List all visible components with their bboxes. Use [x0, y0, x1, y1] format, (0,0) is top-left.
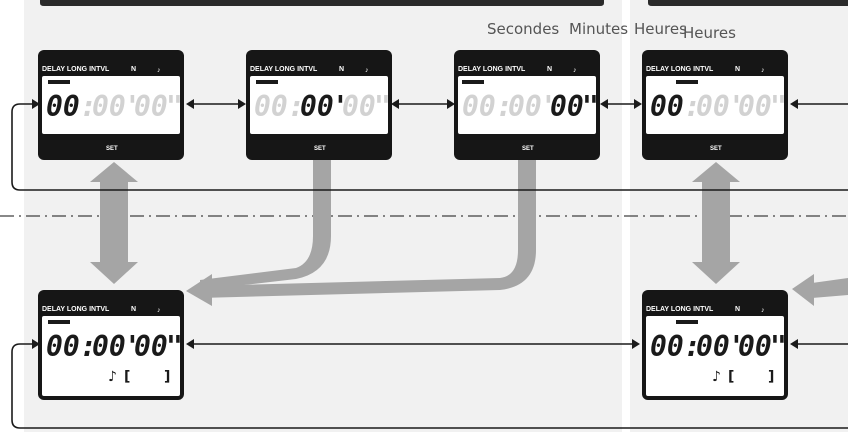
lcd-minute-mark: '	[332, 90, 349, 123]
lcd-header-n: N	[547, 66, 552, 73]
lcd-header-n: N	[735, 306, 740, 313]
lcd-colon: :	[288, 90, 305, 123]
lcd-colon: :	[80, 330, 97, 363]
lcd-note-icon: ♪	[157, 67, 161, 74]
lcd-header-n: N	[339, 66, 344, 73]
lcd-minutes-digits: 00	[696, 90, 730, 123]
lcd-seconds-setting: DELAY LONG INTVL N ♪ 00 : 00 ' 00 " SET	[454, 50, 600, 160]
active-field-indicator	[256, 80, 278, 84]
lcd-second-mark: "	[166, 90, 183, 123]
top-frame-fragment-left	[40, 0, 604, 6]
lcd-colon: :	[684, 90, 701, 123]
nav-arrow-bottom-right	[790, 339, 848, 349]
lcd-seconds-digits: 00	[738, 330, 772, 363]
bracket-close: ]	[164, 369, 170, 385]
caption-minutes: Minutes	[569, 20, 628, 38]
lcd-minutes-digits: 00	[300, 90, 334, 123]
lcd-header-modes: DELAY LONG INTVL	[646, 66, 714, 73]
lcd-set-label: SET	[314, 146, 326, 152]
lcd-note-icon: ♪	[157, 307, 161, 314]
lcd-minute-mark: '	[124, 90, 141, 123]
active-field-indicator	[462, 80, 484, 84]
lcd-minutes-digits: 00	[92, 330, 126, 363]
lcd-hours-setting-right: DELAY LONG INTVL N ♪ 00 : 00 ' 00 " SET	[642, 50, 788, 160]
active-field-indicator	[676, 320, 698, 324]
gray-flow-from-minutes	[200, 158, 331, 290]
lcd-hours-digits: 00	[462, 90, 496, 123]
lcd-set-label: SET	[106, 146, 118, 152]
gray-flow-incoming-right	[812, 278, 848, 298]
bottom-note-icon: ♪	[108, 369, 117, 385]
bracket-close: ]	[768, 369, 774, 385]
lcd-colon: :	[684, 330, 701, 363]
gray-double-arrow-left	[90, 162, 138, 284]
lcd-minutes-digits: 00	[92, 90, 126, 123]
lcd-minute-mark: '	[124, 330, 141, 363]
lcd-minute-mark: '	[540, 90, 557, 123]
lcd-note-icon: ♪	[365, 67, 369, 74]
lcd-hours-digits: 00	[650, 90, 684, 123]
lcd-minutes-setting: DELAY LONG INTVL N ♪ 00 : 00 ' 00 " SET	[246, 50, 392, 160]
lcd-result-left: DELAY LONG INTVL N ♪ 00 : 00 ' 00 " ♪ [ …	[38, 290, 184, 400]
nav-arrow-4-right	[790, 99, 848, 109]
lcd-header-modes: DELAY LONG INTVL	[42, 306, 110, 313]
lcd-second-mark: "	[770, 90, 787, 123]
lcd-hours-digits: 00	[254, 90, 288, 123]
top-frame-fragment-right	[648, 0, 848, 6]
nav-arrow-2-3	[391, 99, 455, 109]
lcd-set-label: SET	[710, 146, 722, 152]
active-field-indicator	[676, 80, 698, 84]
caption-secondes: Secondes	[487, 20, 559, 38]
lcd-second-mark: "	[374, 90, 391, 123]
lcd-header-modes: DELAY LONG INTVL	[250, 66, 318, 73]
active-field-indicator	[48, 80, 70, 84]
lcd-second-mark: "	[582, 90, 599, 123]
lcd-seconds-digits: 00	[738, 90, 772, 123]
lcd-header-n: N	[735, 66, 740, 73]
lcd-header-modes: DELAY LONG INTVL	[42, 66, 110, 73]
gray-flow-arrowhead-left	[186, 274, 212, 306]
lcd-note-icon: ♪	[761, 67, 765, 74]
lcd-hours-digits: 00	[46, 90, 80, 123]
loop-arrow-bottom	[11, 339, 848, 429]
lcd-header-n: N	[131, 306, 136, 313]
lcd-set-label: SET	[522, 146, 534, 152]
caption-heures: Heures	[683, 24, 736, 42]
lcd-header-n: N	[131, 66, 136, 73]
lcd-header-modes: DELAY LONG INTVL	[646, 306, 714, 313]
lcd-seconds-digits: 00	[550, 90, 584, 123]
lcd-header-modes: DELAY LONG INTVL	[458, 66, 526, 73]
bracket-open: [	[124, 369, 130, 385]
lcd-seconds-digits: 00	[342, 90, 376, 123]
nav-arrow-1-2	[186, 99, 246, 109]
lcd-minutes-digits: 00	[508, 90, 542, 123]
active-field-indicator	[48, 320, 70, 324]
lcd-minute-mark: '	[728, 90, 745, 123]
lcd-seconds-digits: 00	[134, 330, 168, 363]
lcd-note-icon: ♪	[573, 67, 577, 74]
lcd-minute-mark: '	[728, 330, 745, 363]
gray-double-arrow-right	[692, 162, 740, 284]
caption-heures-overlap: Heures	[634, 20, 687, 38]
nav-arrow-3-4	[600, 99, 642, 109]
lcd-colon: :	[80, 90, 97, 123]
lcd-seconds-digits: 00	[134, 90, 168, 123]
lcd-result-right: DELAY LONG INTVL N ♪ 00 : 00 ' 00 " ♪ [ …	[642, 290, 788, 400]
bottom-note-icon: ♪	[712, 369, 721, 385]
bracket-open: [	[728, 369, 734, 385]
gray-flow-arrowhead-right	[792, 274, 814, 306]
lcd-note-icon: ♪	[761, 307, 765, 314]
lcd-colon: :	[496, 90, 513, 123]
gray-flow-from-seconds	[200, 158, 536, 298]
lcd-hours-digits: 00	[650, 330, 684, 363]
lcd-hours-setting: DELAY LONG INTVL N ♪ 00 : 00 ' 00 " SET	[38, 50, 184, 160]
lcd-minutes-digits: 00	[696, 330, 730, 363]
lcd-second-mark: "	[770, 330, 787, 363]
lcd-hours-digits: 00	[46, 330, 80, 363]
lcd-second-mark: "	[166, 330, 183, 363]
loop-arrow-top	[11, 99, 848, 191]
nav-arrow-bottom	[186, 339, 640, 349]
